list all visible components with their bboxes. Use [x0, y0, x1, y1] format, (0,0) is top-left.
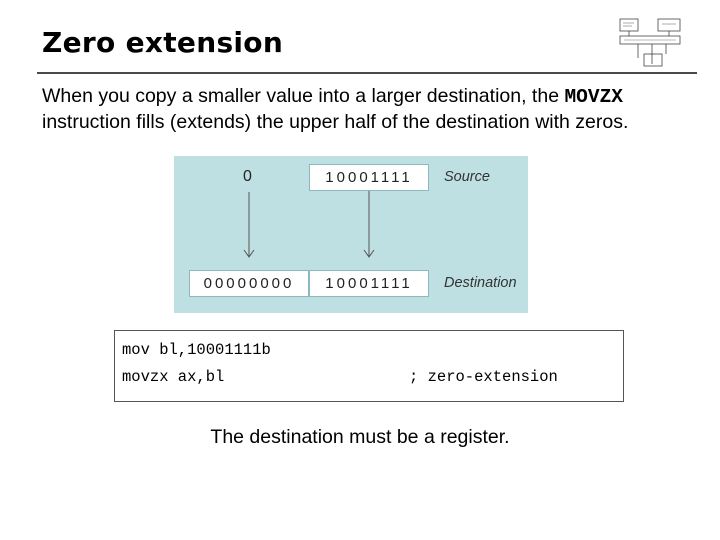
intro-keyword: MOVZX	[564, 86, 623, 108]
intro-paragraph: When you copy a smaller value into a lar…	[42, 84, 702, 135]
diagram-arrows	[243, 191, 375, 258]
source-arrow-head	[363, 249, 375, 258]
destination-high-half: 00000000	[189, 270, 309, 297]
title-divider	[37, 72, 697, 74]
intro-text-start: When you copy a smaller value into a lar…	[42, 85, 565, 107]
code-line-mov: mov bl,10001111b	[122, 341, 271, 359]
zero-arrow-head	[243, 249, 255, 258]
book-logo-icon	[619, 18, 681, 67]
intro-text-end: instruction fills (extends) the upper ha…	[42, 111, 629, 133]
code-example: mov bl,10001111b movzx ax,bl ; zero-exte…	[114, 330, 624, 402]
code-comment: ; zero-extension	[409, 368, 558, 386]
destination-label: Destination	[444, 275, 517, 291]
destination-low-half: 10001111	[309, 270, 429, 297]
footer-note: The destination must be a register.	[210, 426, 510, 448]
source-label: Source	[444, 169, 490, 185]
slide-title: Zero extension	[42, 26, 284, 59]
zero-label: 0	[243, 168, 252, 185]
code-line-movzx: movzx ax,bl	[122, 368, 225, 386]
zero-extension-diagram: 0 10001111 Source 00000000 10001111 Dest…	[174, 156, 528, 313]
source-register: 10001111	[309, 164, 429, 191]
